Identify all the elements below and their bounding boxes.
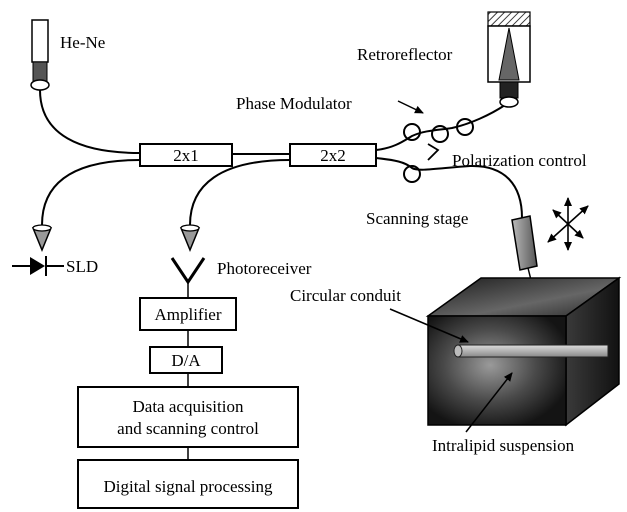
coupler-2x2 (289, 143, 377, 167)
photoreceiver-fiber (189, 159, 291, 226)
polarization-loop-4 (403, 165, 421, 183)
sld-label: SLD (66, 257, 98, 276)
photoreceiver (170, 257, 206, 298)
retroreflector (487, 11, 531, 108)
coupler-2x1-label: 2x1 (173, 146, 199, 165)
data-acquisition-label-1: Data acquisition (133, 397, 244, 416)
scanning-stage-label: Scanning stage (366, 209, 468, 228)
circular-conduit (453, 344, 609, 358)
he-ne-label: He-Ne (60, 33, 105, 52)
he-ne-laser (30, 19, 50, 91)
da-label: D/A (171, 351, 201, 370)
amplifier-label: Amplifier (154, 305, 221, 324)
sld-cone-top (32, 224, 52, 232)
sld-fiber (41, 159, 141, 226)
scanning-probe (511, 215, 538, 289)
polarization-loop-1 (403, 123, 421, 141)
sample-arm-fiber (375, 157, 523, 219)
motion-arrows-icon (547, 197, 589, 251)
intralipid-suspension-label: Intralipid suspension (432, 436, 575, 455)
coupler-2x2-label: 2x2 (320, 146, 346, 165)
phase-modulator-arrow (397, 100, 424, 114)
circular-conduit-label: Circular conduit (290, 286, 401, 305)
phase-modulator-label: Phase Modulator (236, 94, 352, 113)
reference-arm-fiber (375, 104, 506, 151)
amplifier-box (139, 297, 237, 331)
polarization-loop-2 (431, 125, 449, 143)
da-box (149, 346, 223, 374)
photoreceiver-label: Photoreceiver (217, 259, 312, 278)
circular-conduit-arrow (389, 308, 469, 343)
photoreceiver-cone-top (180, 224, 200, 232)
polarization-loop-3 (456, 118, 474, 136)
sld-diode (12, 256, 64, 276)
dsp-label: Digital signal processing (103, 477, 273, 496)
polarization-control-label: Polarization control (452, 151, 587, 170)
data-acquisition-label-2: and scanning control (117, 419, 259, 438)
dsp-box (77, 459, 299, 509)
data-acquisition-box (77, 386, 299, 448)
polarization-arrow (427, 143, 440, 161)
intralipid-arrow (465, 372, 513, 433)
retroreflector-label: Retroreflector (357, 45, 453, 64)
he-ne-fiber (39, 89, 141, 154)
